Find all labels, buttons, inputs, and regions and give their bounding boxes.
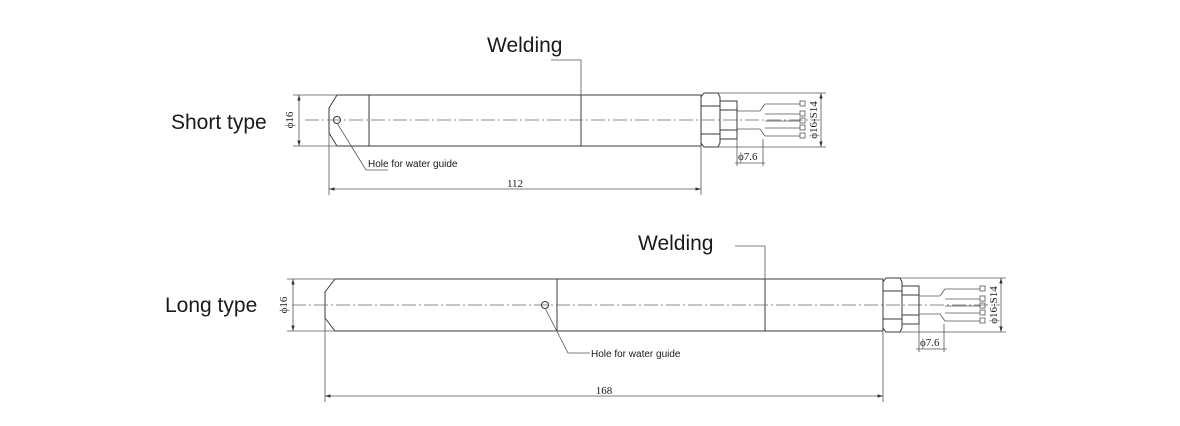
long-type-drawing: Long type xyxy=(165,232,1006,402)
long-sensor-body xyxy=(292,278,1000,332)
short-sensor-body xyxy=(305,94,820,147)
long-welding-label: Welding xyxy=(638,232,714,255)
long-cable-wires xyxy=(919,285,986,324)
long-hole-leader: Hole for water guide xyxy=(544,307,681,360)
short-cable-wires xyxy=(737,100,806,139)
long-length-dim: 168 xyxy=(324,318,884,402)
long-thread-diameter-label: ϕ16-S14 xyxy=(988,286,1000,324)
short-hex-nut xyxy=(700,92,738,148)
short-body-diameter-label: ϕ16 xyxy=(284,111,296,128)
short-welding-label: Welding xyxy=(487,34,563,57)
short-welding-leader: Welding xyxy=(487,34,582,95)
long-cable-diameter-dim: ϕ7.6 xyxy=(916,324,947,352)
short-type-label: Short type xyxy=(171,111,267,134)
long-hole-label: Hole for water guide xyxy=(591,349,681,360)
long-thread-diameter-dim: ϕ16-S14 xyxy=(900,277,1006,333)
long-length-label: 168 xyxy=(596,385,613,397)
short-cable-diameter-dim: ϕ7.6 xyxy=(735,139,765,166)
short-length-dim: 112 xyxy=(328,133,702,195)
long-hex-nut xyxy=(882,277,920,333)
long-body-diameter-label: ϕ16 xyxy=(278,296,290,313)
short-thread-diameter-dim: ϕ16-S14 xyxy=(718,92,826,148)
long-welding-leader: Welding xyxy=(638,232,766,279)
short-thread-diameter-label: ϕ16-S14 xyxy=(808,101,820,139)
long-type-label: Long type xyxy=(165,294,257,317)
short-hole-leader: Hole for water guide xyxy=(336,122,458,171)
long-cable-diameter-label: ϕ7.6 xyxy=(920,337,940,349)
short-body-diameter-dim: ϕ16 xyxy=(284,94,337,147)
short-cable-diameter-label: ϕ7.6 xyxy=(738,151,758,163)
short-length-label: 112 xyxy=(507,178,523,190)
short-hole-label: Hole for water guide xyxy=(368,159,458,170)
long-body-diameter-dim: ϕ16 xyxy=(278,278,335,332)
short-type-drawing: Short type xyxy=(171,34,826,195)
